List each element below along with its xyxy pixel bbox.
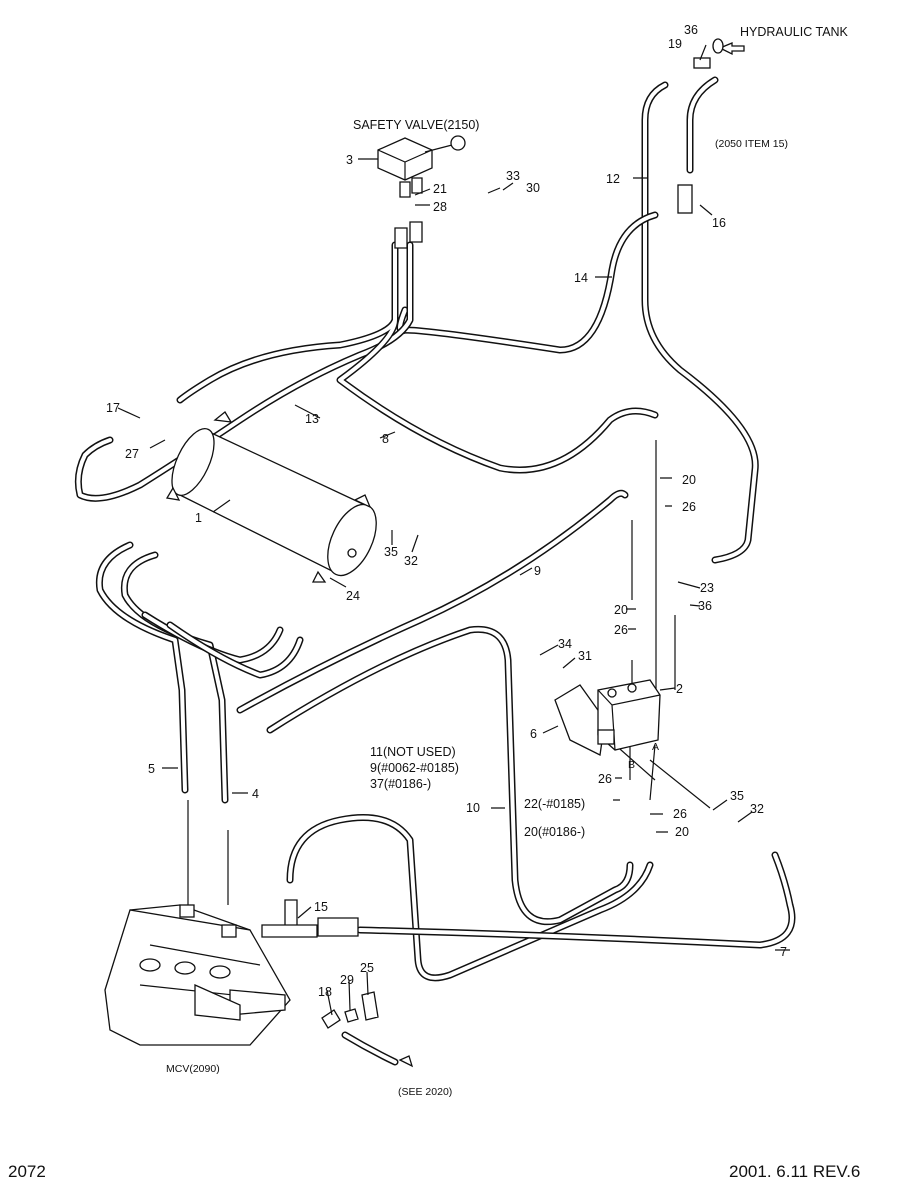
part-number: 15 [314,900,328,914]
part-number: 26 [598,772,612,786]
part-number: 24 [346,589,360,603]
part-number: 10 [466,801,480,815]
part-number: 4 [252,787,259,801]
part-number: 9 [534,564,541,578]
callout-range-20: 20(#0186-) [524,825,585,839]
part-number: 23 [700,581,714,595]
part-number: 36 [684,23,698,37]
hose-37 [286,814,654,982]
part-number: 21 [433,182,447,196]
part-number: 12 [606,172,620,186]
main-control-valve [104,904,291,1046]
part-number: 34 [558,637,572,651]
part-number: 20 [675,825,689,839]
callout-see-2020: (SEE 2020) [398,1086,452,1098]
part-number: 14 [574,271,588,285]
callout-range-37: 37(#0186-) [370,777,431,791]
part-number: 35 [384,545,398,559]
valve-block [554,679,661,756]
part-number: 26 [682,500,696,514]
hose-7-end-fitting [317,917,359,937]
part-number: 30 [526,181,540,195]
part-number: 36 [698,599,712,613]
pressure-switch [321,991,379,1029]
callout-mcv: MCV(2090) [166,1063,220,1075]
callout-not-used-11: 11(NOT USED) [370,745,456,759]
part-number: 31 [578,649,592,663]
hose-4 [120,551,229,804]
hose-tank-return [686,76,719,174]
page-number: 2072 [8,1162,46,1181]
callout-range-22: 22(-#0185) [524,797,585,811]
part-number: 33 [506,169,520,183]
part-number: 35 [730,789,744,803]
revision-date: 2001. 6.11 REV.6 [729,1162,860,1181]
hose-5 [95,541,189,794]
safety-valve [377,135,466,249]
arrow-see-2020-icon [398,1055,414,1068]
port-b-label: B [628,759,635,771]
fitting-19 [693,57,711,69]
part-number: 20 [614,603,628,617]
part-number: 19 [668,37,682,51]
part-number: 17 [106,401,120,415]
part-number: 5 [148,762,155,776]
part-number: 26 [614,623,628,637]
tee-fitting-15 [261,899,318,938]
part-number: 32 [404,554,418,568]
callout-safety-valve: SAFETY VALVE(2150) [353,118,479,132]
hose-14 [396,211,659,354]
hose-13 [74,241,414,502]
part-number: 20 [682,473,696,487]
hose-5-upper [141,611,304,679]
part-number: 32 [750,802,764,816]
port-a-label: A [652,741,659,753]
part-number: 29 [340,973,354,987]
part-number: 7 [780,945,787,959]
part-number: 16 [712,216,726,230]
part-number: 28 [433,200,447,214]
hose-12 [641,81,759,564]
o-ring-36 [712,38,724,54]
part-number: 26 [673,807,687,821]
part-number: 2 [676,682,683,696]
callout-item-2050: (2050 ITEM 15) [715,138,788,150]
tee-16 [677,184,693,214]
hose-9 [236,489,629,714]
part-number: 25 [360,961,374,975]
part-number: 3 [346,153,353,167]
callout-hydraulic-tank: HYDRAULIC TANK [740,25,849,39]
hose-7 [356,851,796,949]
accumulator [165,411,377,583]
part-number: 27 [125,447,139,461]
callout-range-9: 9(#0062-#0185) [370,761,459,775]
part-number: 6 [530,727,537,741]
part-number: 18 [318,985,332,999]
part-number: 8 [382,432,389,446]
part-number: 1 [195,511,202,525]
hose-8 [176,241,659,474]
part-number: 13 [305,412,319,426]
hose-10 [266,625,634,926]
arrow-hydraulic-tank-icon [718,42,745,56]
